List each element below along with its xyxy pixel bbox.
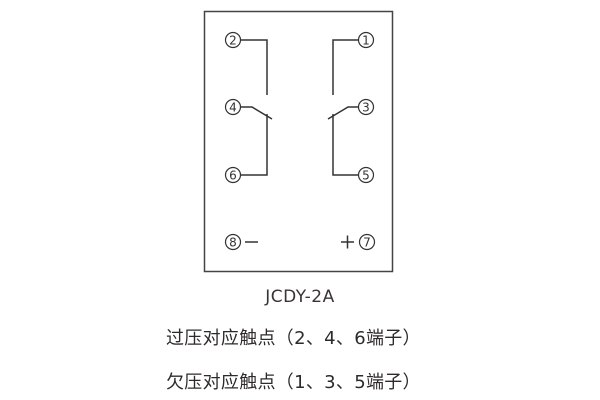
overvoltage-contact-group (241, 39, 273, 176)
terminal-circle-icon (224, 31, 242, 49)
terminal-number: 5 (362, 169, 370, 183)
terminal-1: 1 (357, 31, 375, 49)
terminal-circle-icon (357, 166, 375, 184)
wire-terminal-3-moving-contact (327, 106, 358, 120)
terminal-7: 7 (358, 233, 376, 251)
terminal-number: 7 (363, 236, 371, 250)
terminal-circle-icon (224, 233, 242, 251)
terminal-number: 1 (362, 34, 370, 48)
terminal-number: 6 (229, 169, 237, 183)
wire-terminal-6 (241, 114, 268, 176)
terminal-4: 4 (224, 98, 242, 116)
relay-housing-box (203, 10, 394, 273)
wire-terminal-1 (332, 39, 358, 95)
terminal-number: 3 (362, 101, 370, 115)
terminal-number: 8 (229, 236, 237, 250)
wire-terminal-4-moving-contact (241, 106, 273, 120)
terminal-circle-icon (357, 98, 375, 116)
wire-terminal-2 (241, 39, 268, 95)
terminal-circle-icon (224, 98, 242, 116)
plus-sign-icon (341, 235, 354, 249)
terminal-number: 4 (229, 101, 237, 115)
relay-model-label: JCDY-2A (265, 287, 335, 307)
terminal-6: 6 (224, 166, 242, 184)
terminal-circle-icon (357, 31, 375, 49)
terminal-2: 2 (224, 31, 242, 49)
undervoltage-contacts-caption: 欠压对应触点（1、3、5端子） (166, 372, 421, 393)
terminal-circle-icon (224, 166, 242, 184)
wire-terminal-5 (332, 114, 358, 176)
terminal-5: 5 (357, 166, 375, 184)
terminal-8: 8 (224, 233, 242, 251)
terminal-number: 2 (229, 34, 237, 48)
overvoltage-contacts-caption: 过压对应触点（2、4、6端子） (166, 328, 421, 349)
undervoltage-contact-group (327, 39, 358, 176)
terminal-circle-icon (358, 233, 376, 251)
terminal-3: 3 (357, 98, 375, 116)
